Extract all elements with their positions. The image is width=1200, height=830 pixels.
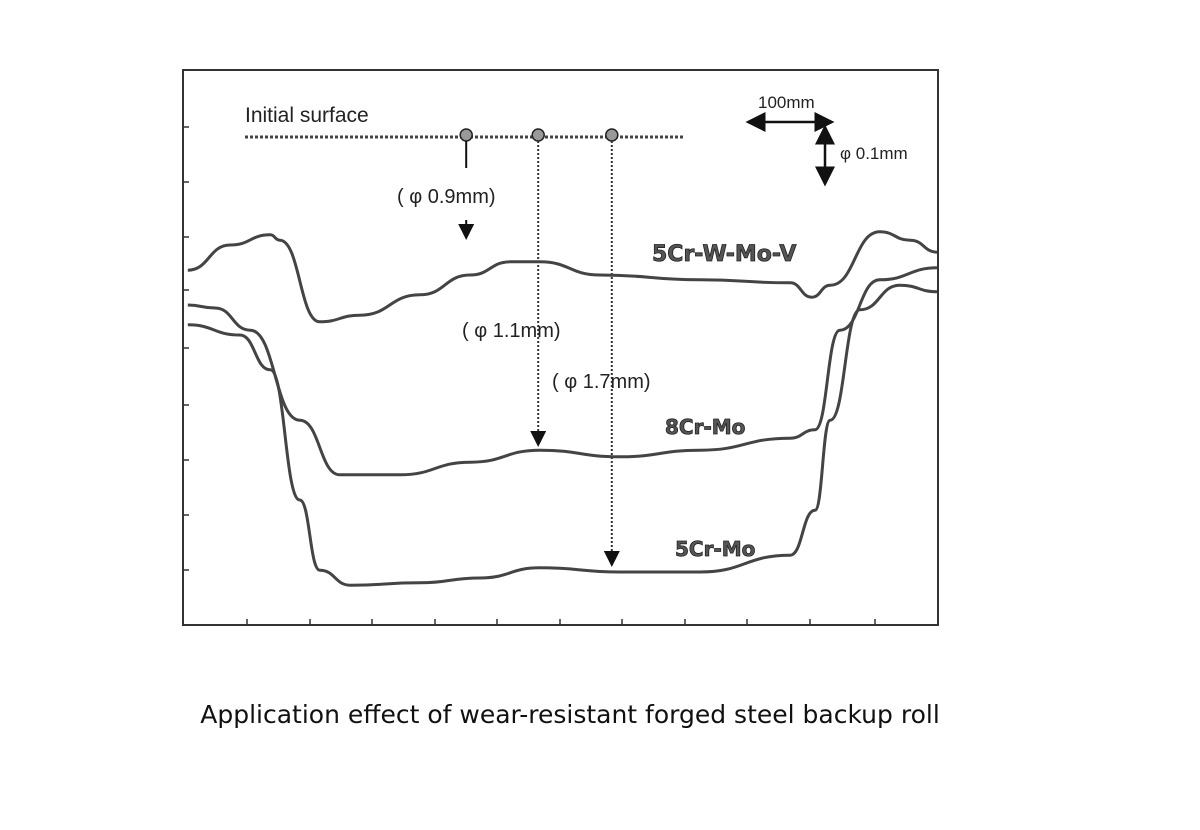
scale-bar-vertical-label: φ 0.1mm xyxy=(840,144,908,163)
series-line-5cr-mo xyxy=(187,283,938,587)
wear-curves xyxy=(187,230,938,587)
series-label-5cr-w-mo-v: 5Cr-W-Mo-V xyxy=(652,242,796,267)
wear-annotations: ( φ 0.9mm) ( φ 1.1mm) ( φ 1.7mm) xyxy=(397,128,651,567)
series-label-5cr-mo: 5Cr-Mo xyxy=(675,537,755,561)
depth-label: ( φ 1.7mm) xyxy=(552,371,651,393)
figure-caption: Application effect of wear-resistant for… xyxy=(200,700,940,729)
axis-ticks xyxy=(183,126,876,625)
series-label-8cr-mo: 8Cr-Mo xyxy=(665,415,745,439)
scale-bar-horizontal-label: 100mm xyxy=(758,93,815,112)
initial-surface-label: Initial surface xyxy=(245,104,369,127)
measure-point-marker xyxy=(531,128,545,142)
series-line-5cr-w-mo-v xyxy=(187,230,938,324)
depth-label: ( φ 0.9mm) xyxy=(397,186,496,208)
depth-label: ( φ 1.1mm) xyxy=(462,320,561,342)
measure-point-marker xyxy=(605,128,619,142)
measure-point-marker xyxy=(459,128,473,142)
